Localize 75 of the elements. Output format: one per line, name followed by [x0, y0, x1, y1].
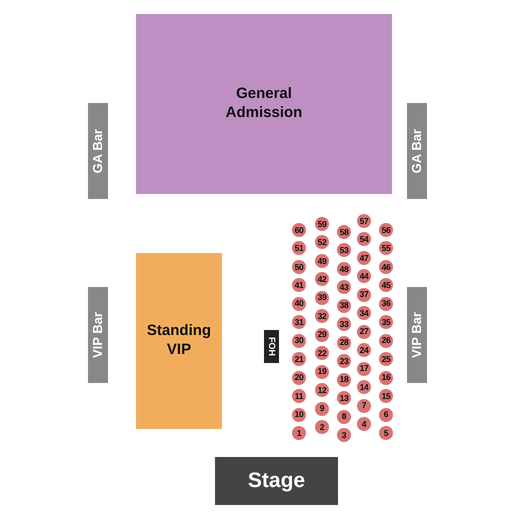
standing-area [136, 253, 222, 429]
table-seat: 8 [337, 410, 351, 424]
table-seat: 3 [337, 428, 351, 442]
table-seat: 1 [292, 426, 306, 440]
table-seat: 19 [315, 364, 329, 379]
table-seat: 15 [379, 389, 393, 404]
area-label: FOH [266, 337, 278, 356]
table-seat: 45 [379, 278, 393, 292]
area-label: GA Bar [90, 128, 106, 174]
table-seat: 48 [337, 262, 351, 276]
table-seat: 12 [315, 383, 329, 398]
table-seat: 42 [315, 272, 329, 286]
general-admission-area [136, 14, 392, 194]
table-seat: 36 [379, 296, 393, 311]
table-seat: 50 [292, 260, 306, 274]
table-seat: 28 [337, 336, 351, 350]
table-seat: 54 [357, 232, 371, 246]
table-seat: 37 [357, 288, 371, 302]
table-seat: 17 [357, 362, 371, 376]
table-seat: 13 [337, 391, 351, 406]
bar-area [88, 103, 108, 199]
table-seat: 31 [292, 315, 306, 330]
table-seat: 4 [357, 416, 371, 431]
table-seat: 52 [315, 235, 329, 250]
table-seat: 16 [379, 370, 393, 385]
table-seat: 21 [292, 352, 306, 366]
area-label: VIP Bar [408, 312, 425, 358]
table-seat: 18 [337, 372, 351, 387]
table-seat: 22 [315, 346, 329, 360]
bar-area [407, 103, 427, 199]
foh-booth [264, 330, 279, 363]
table-seat: 23 [337, 354, 351, 368]
table-seat: 9 [315, 402, 329, 416]
table-seat: 57 [357, 214, 371, 228]
area-label: VIP Bar [90, 312, 106, 358]
table-seat: 24 [357, 343, 371, 358]
table-seat: 60 [292, 223, 306, 237]
table-seat: 10 [292, 408, 306, 422]
table-seat: 46 [379, 260, 393, 274]
stage-area: Stage [215, 457, 338, 505]
table-seat: 44 [357, 269, 371, 284]
table-seat: 35 [379, 315, 393, 330]
table-seat: 20 [292, 370, 306, 385]
table-seat: 43 [337, 280, 351, 294]
table-seat: 30 [292, 334, 306, 348]
table-seat: 51 [292, 241, 306, 256]
table-seat: 14 [357, 380, 371, 394]
area-label: General Admission [224, 85, 304, 123]
table-seat: 27 [357, 324, 371, 339]
table-seat: 40 [292, 296, 306, 311]
table-seat: 41 [292, 278, 306, 292]
table-seat: 56 [379, 223, 393, 237]
table-seat: 32 [315, 309, 329, 324]
table-seat: 55 [379, 241, 393, 256]
table-seat: 49 [315, 254, 329, 268]
table-seat: 2 [315, 420, 329, 434]
table-seat: 59 [315, 217, 329, 231]
table-seat: 26 [379, 334, 393, 348]
area-label: Standing VIP [146, 322, 212, 360]
table-seat: 29 [315, 328, 329, 342]
bar-area [88, 287, 108, 383]
table-seat: 38 [337, 298, 351, 313]
table-seat: 6 [379, 408, 393, 422]
table-seat: 58 [337, 225, 351, 239]
table-seat: 25 [379, 352, 393, 366]
table-seat: 5 [379, 426, 393, 440]
area-label: GA Bar [408, 128, 425, 174]
table-seat: 47 [357, 250, 371, 265]
table-seat: 53 [337, 243, 351, 258]
table-seat: 11 [292, 389, 306, 404]
table-seat: 7 [357, 398, 371, 412]
table-seat: 34 [357, 306, 371, 320]
table-seat: 33 [337, 317, 351, 332]
table-seat: 39 [315, 290, 329, 305]
bar-area [407, 287, 427, 383]
